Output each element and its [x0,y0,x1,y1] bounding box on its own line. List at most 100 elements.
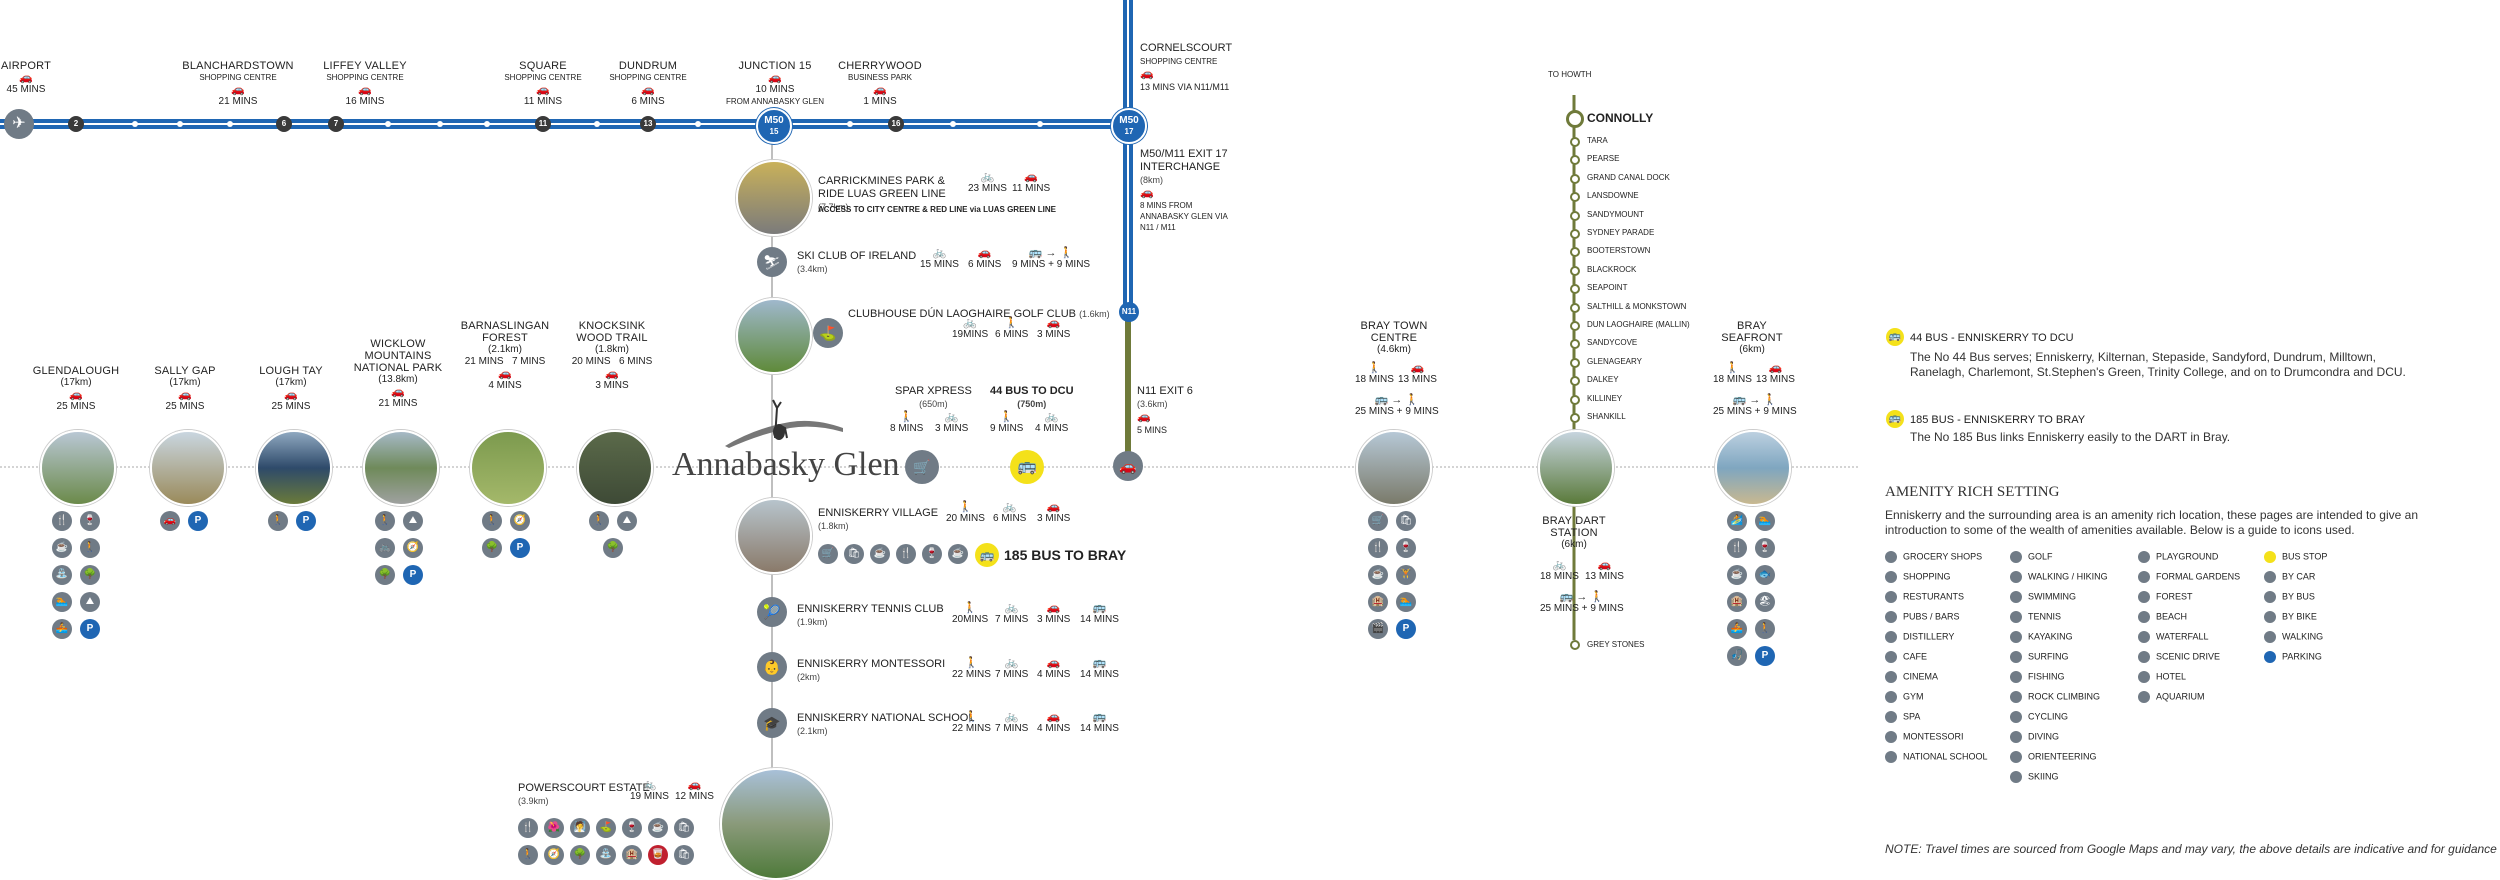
dart-station-marker [1570,247,1580,258]
legend-item: ORIENTEERING [2010,751,2097,763]
legend-item: WALKING [2264,631,2323,643]
legend-label: CYCLING [2028,711,2069,722]
car-icon: 🚗 [391,386,405,398]
golf-car-time: 🚗3 MINS [1037,317,1071,341]
dart-station: LANSDOWNE [1587,191,1639,201]
dart-station: BOOTERSTOWN [1587,246,1651,256]
rock-climbing-icon: ⛰ [80,592,100,612]
ski-club-label: SKI CLUB OF IRELAND(3.4km) [797,250,917,274]
legend-label: FISHING [2028,671,2065,682]
legend-item: BY BUS [2264,591,2315,603]
dart-station-marker [1570,321,1580,331]
dart-station-marker [1570,302,1580,313]
stop-junction-15: JUNCTION 15 🚗 10 MINS FROM ANNABASKY GLE… [725,60,825,106]
tennis-walk-time: 🚶20MINS [952,602,989,626]
dart-station-marker [1570,192,1580,203]
powerscourt-car-time: 🚗12 MINS [675,779,714,803]
orienteering-icon: 🧭 [403,538,423,558]
legend-item: SWIMMING [2010,591,2076,603]
dart-station-marker [1570,229,1580,239]
legend-icon [1885,691,1897,703]
bus44-text: The No 44 Bus serves; Enniskerry, Kilter… [1910,350,2406,379]
dart-station: KILLINEY [1587,393,1623,403]
legend-label: PUBS / BARS [1903,611,1960,622]
n11-exit-label: N11 EXIT 6 (3.6km) 🚗 5 MINS [1137,385,1193,435]
walking-icon: 🚶 [268,511,288,531]
legend-item: WATERFALL [2138,631,2209,643]
legend-item: FISHING [2010,671,2065,683]
car-icon: 🚗 [1140,187,1154,199]
dart-station-marker [1570,137,1580,147]
dart-station: DALKEY [1587,375,1619,385]
cafe-icon: ☕ [1727,565,1747,585]
luas-photo [736,160,812,236]
legend-icon [2010,611,2022,623]
legend-label: SHOPPING [1903,571,1951,582]
junction-11: 11 [535,116,551,132]
legend-label: SURFING [2028,651,2069,662]
stop-dundrum: DUNDRUM SHOPPING CENTRE 🚗 6 MINS [609,60,687,107]
dart-station-marker [1570,394,1580,405]
forest-icon: 🌳 [482,538,502,558]
bray-dart-car-time: 🚗13 MINS [1585,559,1624,583]
shopping-icon: 🛍 [844,544,864,564]
grocery-shops-icon: 🛒 [818,544,838,564]
bus185-title: 185 BUS - ENNISKERRY TO BRAY [1910,414,2086,426]
luas-label: CARRICKMINES PARK & RIDE LUAS GREEN LINE… [818,175,946,212]
legend-label: AQUARIUM [2156,691,2205,702]
legend-item: SURFING [2010,651,2069,663]
legend-icon [2010,711,2022,723]
legend-label: CINEMA [1903,671,1939,682]
hotel-icon: 🏨 [622,845,642,865]
swimming-icon: 🏊 [1755,511,1775,531]
legend-icon [2138,691,2150,703]
legend-item: GROCERY SHOPS [1885,551,1982,563]
legend-item: MONTESSORI [1885,731,1964,743]
dest-knocksink: KNOCKSINK WOOD TRAIL(1.8km) 20 MINS 6 MI… [571,320,653,391]
legend-icon [2010,591,2022,603]
tennis-icon: 🎾 [757,597,787,627]
bus185-badge: 🚌 [1886,410,1904,428]
car-icon: 🚗 [284,389,298,401]
legend-icon [1885,671,1897,683]
legend-icon [2138,571,2150,583]
legend-label: WALKING / HIKING [2028,571,2108,582]
legend-label: SCENIC DRIVE [2156,651,2221,662]
n11-badge: N11 [1119,302,1139,322]
montessori-car-time: 🚗4 MINS [1037,657,1071,681]
car-icon: 🚗 [1113,451,1143,481]
swimming-icon: 🏊 [52,592,72,612]
walking-icon: 🚶 [482,511,502,531]
bray-dart-bike-time: 🚲18 MINS [1540,559,1579,583]
powerscourt-bike-time: 🚲19 MINS [630,779,669,803]
legend-item: CINEMA [1885,671,1938,683]
tennis-bike-time: 🚲7 MINS [995,602,1029,626]
spar-walk-time: 🚶8 MINS [890,411,924,435]
school-bus-time: 🚌14 MINS [1080,711,1119,735]
legend-item: DIVING [2010,731,2059,743]
spa-icon: 🧖 [570,818,590,838]
playground-icon: ⛲ [52,565,72,585]
aquarium-icon: 🐟 [1755,565,1775,585]
legend-item: TENNIS [2010,611,2061,623]
skiing-icon: ⛷ [757,247,787,277]
dest-wicklow-mountains: WICKLOW MOUNTAINS NATIONAL PARK(13.8km) … [353,338,443,409]
dart-station: GRAND CANAL DOCK [1587,172,1670,182]
golf-walk-time: 🚶6 MINS [995,317,1029,341]
legend-icon [2010,571,2022,583]
amenity-title: AMENITY RICH SETTING [1885,484,2060,500]
legend-icon [2264,651,2276,663]
dart-station: DUN LAOGHAIRE (MALLIN) [1587,320,1690,329]
legend-icon [2138,651,2150,663]
legend-label: SPA [1903,711,1921,722]
stop-cherrywood: CHERRYWOOD BUSINESS PARK 🚗 1 MINS [838,60,922,107]
legend-label: WATERFALL [2156,631,2209,642]
dart-to-howth: TO HOWTH [1548,70,1592,79]
legend-icon [2264,631,2276,643]
wicklow-photo [363,430,439,506]
legend-item: ROCK CLIMBING [2010,691,2100,703]
legend-icon [2010,731,2022,743]
bray-town-photo [1356,430,1432,506]
legend-icon [2010,751,2022,763]
